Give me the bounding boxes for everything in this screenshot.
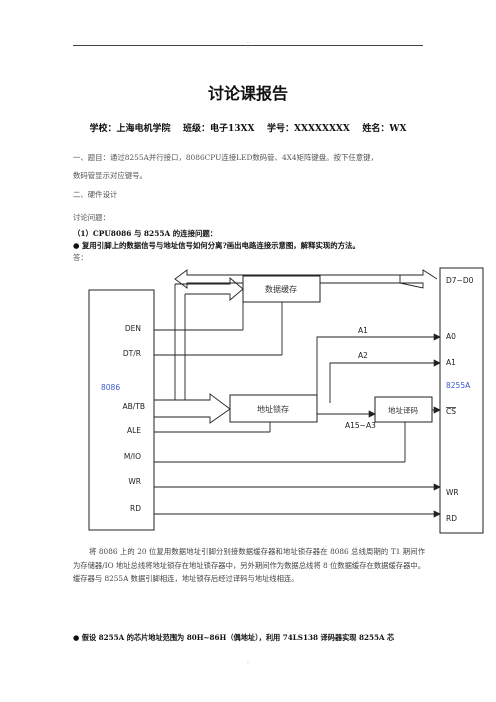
- cpu-label: 8086: [101, 383, 120, 392]
- address-latch-label: 地址锁存: [257, 404, 289, 414]
- data-buffer-label: 数据缓存: [265, 284, 297, 294]
- ppi-pin-rd: RD: [446, 514, 457, 523]
- line-label-a2: A2: [358, 351, 368, 360]
- cpu-pin-mio: M/IO: [124, 452, 141, 461]
- cpu-pin-wr: WR: [128, 477, 141, 486]
- cpu-pin-den: DEN: [125, 324, 141, 333]
- cpu-bus-vertical: [174, 284, 186, 400]
- header-rule: [73, 45, 423, 46]
- address-decode-block: [374, 396, 433, 423]
- section1-line1: 一、题目：通过8255A并行接口，8086CPU连接LED数码管、4X4矩阵键盘…: [73, 153, 378, 162]
- explanation-paragraph: 将 8086 上的 20 位复用数据地址引脚分别接数据缓存器和地址锁存器在 80…: [73, 547, 425, 583]
- ppi-pin-a0: A0: [446, 332, 456, 341]
- arrow-into-buffer: [175, 277, 244, 301]
- report-title: 讨论课报告: [207, 84, 288, 103]
- line-label-a1: A1: [358, 326, 368, 335]
- address-decode-label: 地址译码: [388, 405, 418, 415]
- ppi-pin-d7d0: D7~D0: [446, 276, 474, 285]
- footer-dot: .: [247, 658, 249, 665]
- header-dot: .: [247, 38, 249, 45]
- discussion-heading: 讨论问题：: [73, 213, 110, 222]
- cpu-pin-ale: ALE: [127, 426, 141, 435]
- cpu-pin-abtb: AB/TB: [122, 402, 145, 411]
- section2-heading: 二、硬件设计: [73, 190, 118, 199]
- data-bus-right-arrow: [399, 269, 438, 289]
- line-label-a15a3: A15~A3: [345, 421, 376, 430]
- circuit-diagram: DEN DT/R 8086 AB/TB ALE M/IO WR RD D7~D0…: [88, 267, 484, 534]
- bullet-question-2: ● 假设 8255A 的芯片地址范围为 80H~86H（偶地址），利用 74LS…: [73, 633, 395, 642]
- ppi-pin-wr: WR: [446, 488, 459, 497]
- answer-label: 答：: [73, 253, 88, 262]
- section1-line2: 数码管显示对应键号。: [73, 171, 147, 180]
- question-1: （1）CPU8086 与 8255A 的连接问题：: [73, 229, 218, 238]
- cpu-pin-dtr: DT/R: [123, 349, 141, 358]
- student-info: 学校：上海电机学院 班级：电子13XX 学号：XXXXXXXX 姓名：WX: [89, 124, 407, 134]
- arrow-into-latch: [154, 393, 231, 424]
- ppi-label: 8255A: [446, 381, 471, 390]
- ppi-8255a-block: [439, 267, 484, 534]
- ppi-pin-a1: A1: [446, 358, 456, 367]
- data-buffer-block: [242, 275, 321, 303]
- cpu-pin-rd: RD: [130, 504, 141, 513]
- bullet-question-1: ● 复用引脚上的数据信号与地址信号如何分离?画出电路连接示意图，解释实现的方法。: [73, 241, 360, 250]
- cpu-8086-block: [88, 289, 155, 531]
- ppi-pin-cs: CS: [446, 407, 456, 416]
- data-bus-left-arrow: [174, 269, 401, 289]
